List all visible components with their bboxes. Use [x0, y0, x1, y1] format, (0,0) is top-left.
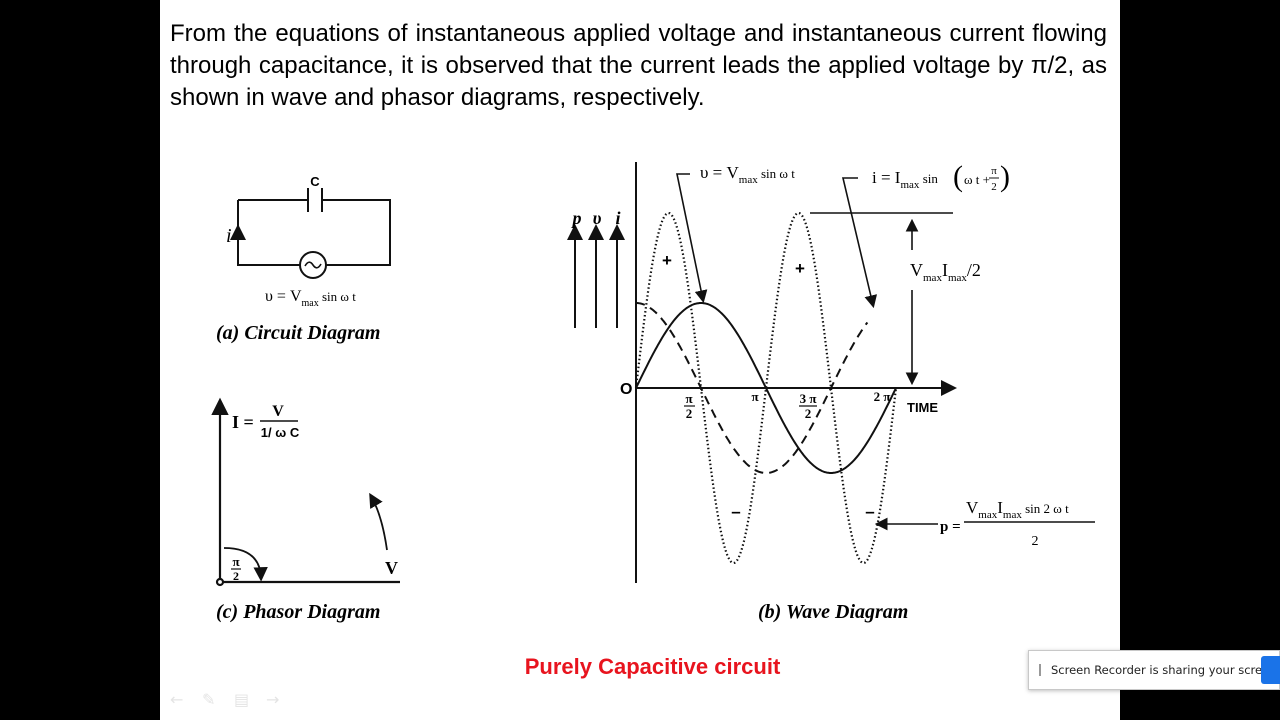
slide-title: Purely Capacitive circuit: [524, 654, 781, 679]
current-label-pointer: [841, 177, 878, 309]
svg-text:i = Imax sin: i = Imax sin: [872, 168, 938, 191]
svg-text:ω t +: ω t +: [964, 172, 990, 187]
plus-sign-2: +: [795, 259, 805, 278]
recorder-status-text: Screen Recorder is sharing your screen.: [1051, 663, 1280, 677]
wave-diagram: [567, 162, 957, 583]
circuit-diagram: [230, 188, 391, 279]
svg-text:2: 2: [991, 181, 997, 193]
drag-handle-icon[interactable]: [1039, 664, 1041, 676]
next-slide-icon[interactable]: →: [266, 690, 280, 709]
current-label: i: [226, 225, 232, 247]
previous-slide-icon[interactable]: ←: [170, 690, 184, 709]
axis-letter-p: p: [571, 208, 582, 228]
ac-source-wave: [304, 261, 322, 269]
tick-3pi-2-den: 2: [805, 406, 812, 421]
tick-pi-2-num: π: [685, 391, 692, 406]
power-signs: + + – –: [662, 251, 875, 521]
circuit-caption: (a) Circuit Diagram: [216, 322, 380, 344]
tick-3pi-2-num: 3 π: [800, 391, 817, 406]
wave-caption: (b) Wave Diagram: [758, 601, 908, 623]
axis-letter-i: i: [615, 208, 620, 228]
body-text: From the equations of instantaneous appl…: [170, 20, 1107, 111]
angle-denominator: 2: [233, 569, 239, 583]
phasor-i-equation: I =: [232, 412, 254, 432]
voltage-label-pointer: [676, 173, 708, 304]
phasor-i-denominator: 1/ ω C: [261, 425, 300, 440]
figure-area: C i υ = Vmax sin ω t (a) Circuit Diagram…: [211, 160, 1095, 623]
minus-sign-2: –: [865, 502, 874, 521]
svg-text:(: (: [953, 160, 963, 193]
time-axis-label: TIME: [907, 400, 938, 415]
plus-sign-1: +: [662, 251, 672, 270]
ac-source-icon: [299, 251, 327, 279]
voltage-wave: [635, 302, 897, 474]
current-equation: i = Imax sin ( ω t + π 2 ): [872, 160, 1010, 193]
phasor-origin: [215, 577, 225, 587]
circuit-wire: [237, 199, 391, 266]
angle-arc: [223, 547, 268, 582]
current-wave: [636, 302, 869, 474]
angle-numerator: π: [232, 554, 239, 569]
time-ticks: π 2 π 3 π 2 2 π: [684, 389, 890, 421]
phasor-i-numerator: V: [272, 403, 284, 420]
svg-text:): ): [1000, 160, 1010, 193]
tick-pi-2-den: 2: [686, 406, 693, 421]
phasor-caption: (c) Phasor Diagram: [216, 601, 380, 623]
pen-tool-icon[interactable]: ✎: [202, 690, 216, 709]
minus-sign-1: –: [731, 502, 740, 521]
tick-pi: π: [751, 389, 758, 404]
power-equation: p = VmaxImax sin 2 ω t 2: [940, 498, 1095, 549]
source-equation: υ = Vmax sin ω t: [265, 288, 356, 309]
taskbar-edge: [1272, 0, 1280, 720]
tick-2pi: 2 π: [874, 389, 891, 404]
phasor-v-label: V: [385, 558, 398, 578]
origin-label: O: [620, 381, 632, 398]
svg-text:p =: p =: [940, 519, 961, 535]
svg-text:VmaxImax sin 2 ω t: VmaxImax sin 2 ω t: [966, 498, 1069, 521]
axis-letter-v: υ: [593, 208, 602, 228]
slide-menu-icon[interactable]: ▤: [234, 690, 250, 709]
stop-sharing-button[interactable]: [1261, 656, 1280, 684]
voltage-equation: υ = Vmax sin ω t: [700, 163, 795, 186]
slide-navigation: ← ✎ ▤ →: [170, 692, 286, 708]
phasor-diagram: [211, 397, 400, 587]
svg-text:π: π: [991, 165, 997, 177]
power-wave: [634, 211, 898, 565]
svg-text:2: 2: [1032, 534, 1039, 549]
wave-axis-letters: p υ i: [571, 208, 621, 228]
slide-canvas: From the equations of instantaneous appl…: [160, 0, 1120, 720]
capacitor-label: C: [310, 174, 320, 189]
rotation-arrow: [369, 492, 388, 551]
half-amplitude-label: VmaxImax/2: [910, 260, 981, 284]
screen-recorder-banner: Screen Recorder is sharing your screen.: [1028, 650, 1280, 690]
